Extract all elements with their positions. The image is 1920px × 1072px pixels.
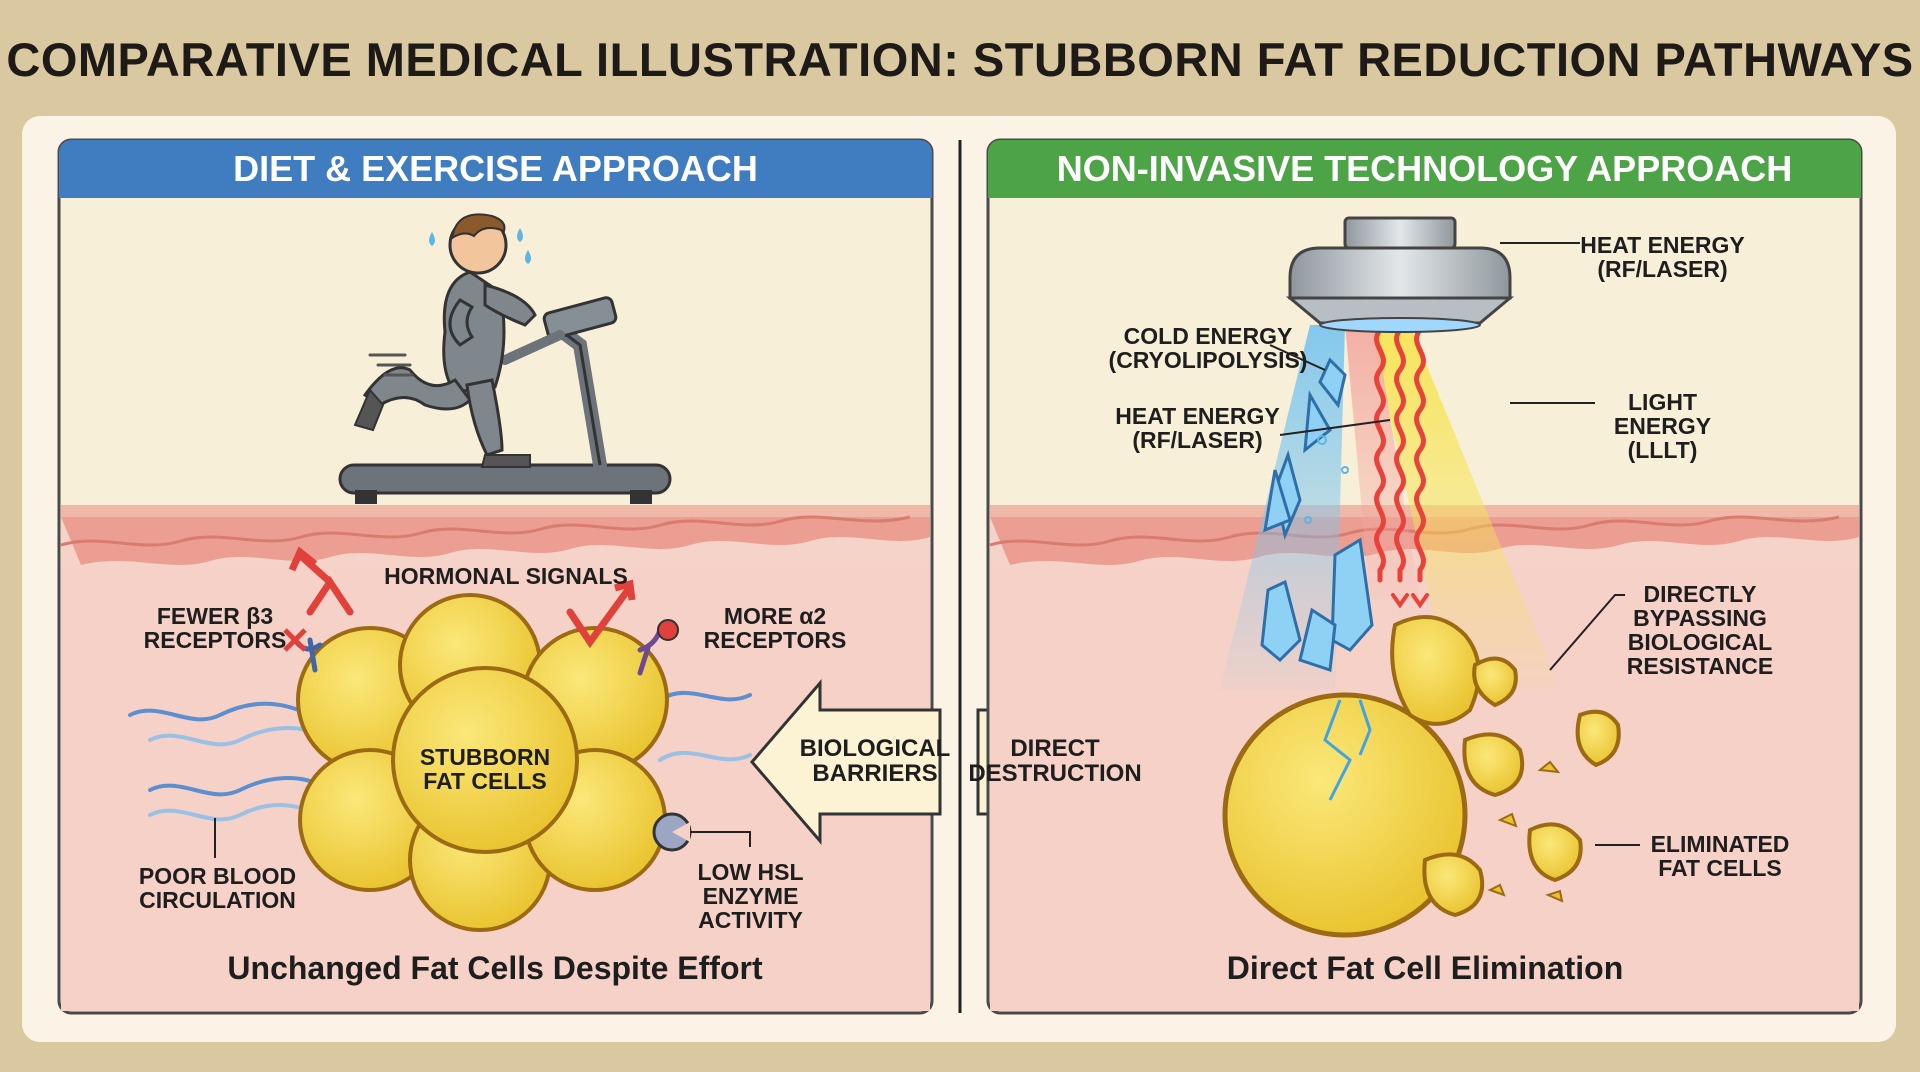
fragmented-fat-cell	[1222, 615, 1621, 938]
left-header-bar	[59, 140, 932, 198]
right-caption: Direct Fat Cell Elimination	[1226, 950, 1624, 986]
right-panel-header: NON-INVASIVE TECHNOLOGY APPROACH	[1056, 148, 1793, 189]
left-leader-lines	[214, 818, 751, 858]
right-leader-lines	[1269, 242, 1640, 846]
receptor-icons	[283, 619, 679, 676]
right-header-bar	[988, 140, 1861, 198]
stubborn-fat-cells-label: STUBBORN FAT CELLS	[419, 744, 551, 795]
blood-vessels	[128, 690, 752, 822]
hsl-enzyme-icon	[652, 812, 692, 852]
poor-circulation-label: POOR BLOOD CIRCULATION	[138, 863, 297, 914]
low-hsl-label: LOW HSL ENZYME ACTIVITY	[697, 859, 804, 934]
device-applicator	[1285, 216, 1515, 333]
heat-energy-mid-label: HEAT ENERGY (RF/LASER)	[1115, 403, 1280, 454]
right-panel	[986, 138, 1863, 1015]
page-title: COMPARATIVE MEDICAL ILLUSTRATION: STUBBO…	[6, 32, 1914, 86]
eliminated-fat-cells-label: ELIMINATED FAT CELLS	[1650, 831, 1790, 882]
bypassing-resistance-label: DIRECTLY BYPASSING BIOLOGICAL RESISTANCE	[1626, 581, 1774, 680]
treadmill	[338, 296, 672, 504]
heat-energy-top-label: HEAT ENERGY (RF/LASER)	[1580, 232, 1745, 283]
ice-particles	[1304, 435, 1349, 524]
heat-waves	[1374, 327, 1429, 609]
more-receptors-label: MORE α2 RECEPTORS	[703, 603, 847, 654]
hormonal-signal-arrows	[288, 546, 636, 649]
fewer-receptors-label: FEWER β3 RECEPTORS	[143, 603, 287, 654]
biological-barriers-label: BIOLOGICAL BARRIERS	[799, 735, 951, 788]
runner-figure	[353, 213, 537, 468]
stubborn-fat-cluster	[296, 593, 669, 932]
light-energy-label: LIGHT ENERGY (LLLT)	[1613, 389, 1712, 464]
sweat-drops	[429, 228, 531, 264]
left-caption: Unchanged Fat Cells Despite Effort	[227, 950, 763, 986]
cold-energy-label: COLD ENERGY (CRYOLIPOLYSIS)	[1108, 323, 1308, 374]
ice-crystals	[1260, 357, 1374, 673]
direct-destruction-label: DIRECT DESTRUCTION	[968, 735, 1142, 788]
hormonal-signals-label: HORMONAL SIGNALS	[384, 563, 628, 589]
motion-lines	[368, 353, 414, 377]
left-panel-header: DIET & EXERCISE APPROACH	[233, 148, 758, 189]
